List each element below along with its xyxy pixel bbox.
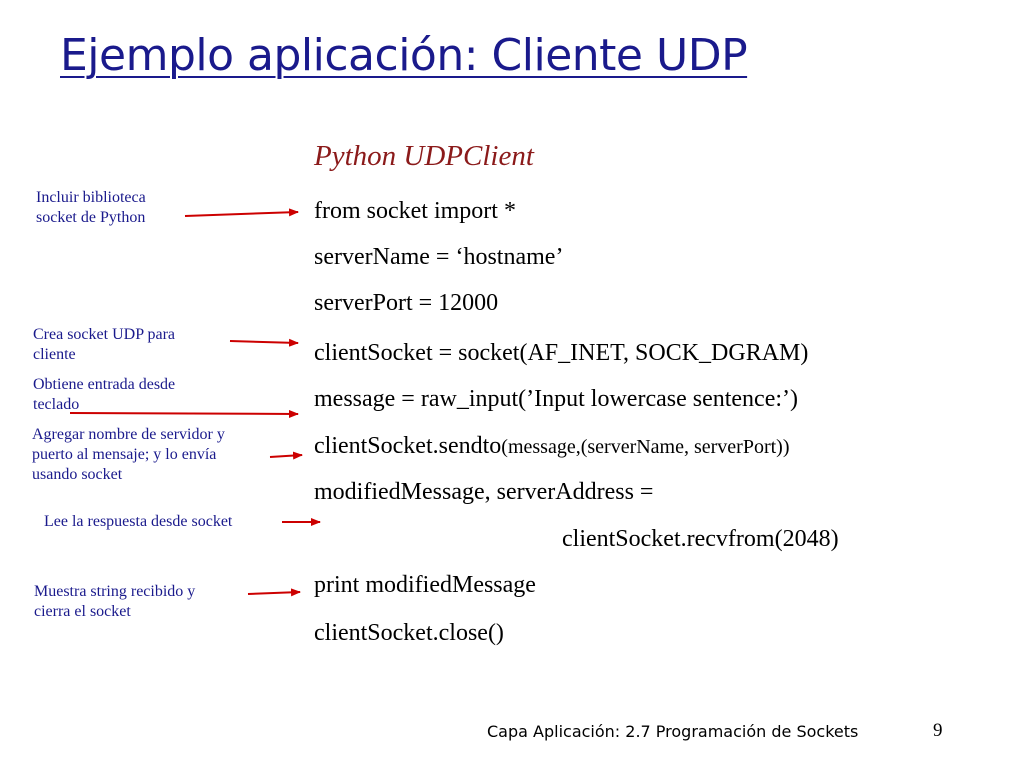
annotation-line: Lee la respuesta desde socket bbox=[44, 513, 233, 530]
annotation-import: Incluir biblioteca socket de Python bbox=[36, 188, 146, 228]
annotation-line: Obtiene entrada desde bbox=[33, 376, 176, 393]
code-line-sendto: clientSocket.sendto(message,(serverName,… bbox=[314, 433, 790, 460]
sendto-args: (message,(serverName, serverPort)) bbox=[501, 436, 790, 458]
page-number: 9 bbox=[933, 720, 943, 741]
code-line-servername: serverName = ‘hostname’ bbox=[314, 244, 564, 270]
annotation-line: Agregar nombre de servidor y bbox=[32, 426, 225, 443]
arrow-send bbox=[269, 451, 303, 460]
annotation-receive: Lee la respuesta desde socket bbox=[44, 512, 232, 532]
sendto-call: clientSocket.sendto bbox=[314, 433, 502, 459]
code-line-recvfrom: clientSocket.recvfrom(2048) bbox=[562, 526, 839, 552]
slide-title: Ejemplo aplicación: Cliente UDP bbox=[60, 30, 748, 81]
annotation-line: puerto al mensaje; y lo envía bbox=[32, 446, 217, 463]
annotation-line: Muestra string recibido y bbox=[34, 583, 196, 600]
annotation-line: teclado bbox=[33, 396, 80, 413]
annotation-line: cierra el socket bbox=[34, 603, 131, 620]
arrow-import bbox=[184, 208, 299, 217]
annotation-send: Agregar nombre de servidor y puerto al m… bbox=[32, 425, 225, 485]
annotation-line: usando socket bbox=[32, 466, 123, 483]
code-line-socket-create: clientSocket = socket(AF_INET, SOCK_DGRA… bbox=[314, 340, 809, 366]
arrow-print-close bbox=[247, 588, 301, 597]
code-line-raw-input: message = raw_input(’Input lowercase sen… bbox=[314, 386, 799, 412]
arrow-create-socket bbox=[229, 338, 299, 347]
annotation-print-close: Muestra string recibido y cierra el sock… bbox=[34, 582, 195, 622]
annotation-input: Obtiene entrada desde teclado bbox=[33, 375, 175, 415]
code-line-print: print modifiedMessage bbox=[314, 572, 536, 598]
arrow-input bbox=[69, 409, 299, 418]
code-line-serverport: serverPort = 12000 bbox=[314, 290, 499, 316]
code-heading: Python UDPClient bbox=[314, 140, 534, 172]
annotation-create-socket: Crea socket UDP para cliente bbox=[33, 325, 175, 365]
code-line-modified-message: modifiedMessage, serverAddress = bbox=[314, 479, 654, 505]
annotation-line: Crea socket UDP para bbox=[33, 326, 176, 343]
annotation-line: socket de Python bbox=[36, 209, 146, 226]
code-line-import: from socket import * bbox=[314, 198, 516, 224]
code-line-close: clientSocket.close() bbox=[314, 620, 504, 646]
annotation-line: Incluir biblioteca bbox=[36, 189, 146, 206]
slide-footer: Capa Aplicación: 2.7 Programación de Soc… bbox=[487, 722, 859, 741]
annotation-line: cliente bbox=[33, 346, 76, 363]
